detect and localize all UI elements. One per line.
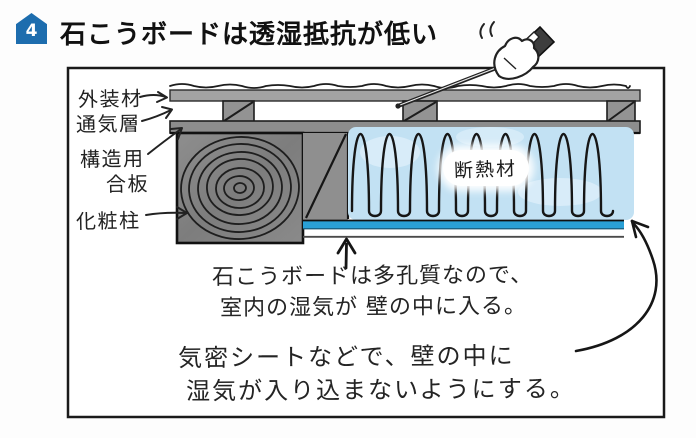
label-plywood-2: 合板 — [105, 171, 150, 197]
exterior-cladding-band — [169, 89, 641, 102]
label-vent-layer: 通気層 — [75, 111, 141, 137]
wood-post — [175, 131, 305, 245]
note-sheet-line1: 気密シートなどで、壁の中に — [177, 341, 515, 373]
furring-blocks — [222, 100, 636, 123]
exterior-leader-arrow — [139, 91, 168, 103]
label-insulation: 断熱材 — [454, 157, 518, 182]
airtight-sheet — [303, 219, 624, 230]
sheet-pointer-arrow — [574, 219, 658, 353]
page-title: 石こうボードは透湿抵抗が低い — [60, 20, 439, 50]
motion-marks-icon — [479, 21, 495, 39]
label-post: 化粧柱 — [75, 208, 141, 234]
plywood-leader-arrow — [147, 127, 183, 155]
hand-icon — [493, 36, 540, 80]
note-gypsum-line2: 室内の湿気が 壁の中に入る。 — [219, 293, 528, 322]
gypsum-pointer-arrow — [336, 237, 357, 270]
note-gypsum-line1: 石こうボードは多孔質なので、 — [211, 262, 534, 291]
stucco-wavy-line — [169, 83, 631, 89]
post-leader-arrow — [145, 206, 188, 220]
stud — [303, 133, 350, 221]
vent-leader-arrow — [141, 106, 173, 122]
section-number: 4 — [25, 21, 38, 41]
label-insulation-bubble: 断熱材 — [443, 150, 529, 186]
note-sheet-line2: 湿気が入り込まないようにする。 — [185, 374, 576, 406]
